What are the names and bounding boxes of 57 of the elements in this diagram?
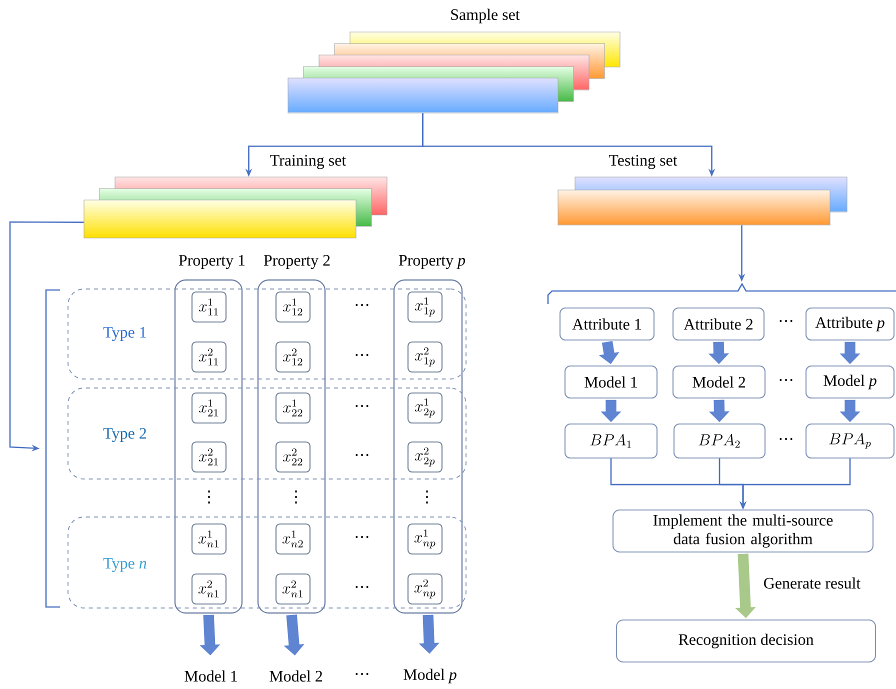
model-box: Model 2 (672, 365, 766, 399)
ellipsis: ⋯ (356, 536, 368, 538)
attribute-box: Attribute 2 (672, 307, 765, 341)
model-label: Model 2 (270, 670, 322, 682)
ellipsis: ⋮ (426, 490, 428, 504)
brace (547, 282, 896, 304)
ellipsis: ⋯ (780, 438, 792, 440)
variable-box: $x_{np}^{2}$ (407, 573, 443, 605)
node-label: Property 2 (264, 254, 330, 270)
attribute-box: Attribute p (805, 307, 895, 341)
variable-box: $x_{n1}^{1}$ (191, 523, 227, 555)
variable-box: $x_{n1}^{2}$ (191, 573, 227, 605)
variable-box: $x_{22}^{2}$ (275, 441, 311, 473)
card-stack: Training set (84, 154, 388, 238)
ellipsis: ⋯ (356, 405, 368, 408)
ellipsis: ⋯ (356, 354, 368, 356)
variable-box: $x_{np}^{1}$ (407, 523, 443, 555)
bracket (45, 289, 60, 608)
ellipsis: ⋯ (356, 454, 368, 456)
edge-label: Generate result (762, 576, 862, 590)
process-box: Implement the multi-source data fusion algorithm (612, 509, 874, 553)
variable-box: $x_{11}^{1}$ (191, 291, 227, 323)
ellipsis: ⋮ (208, 490, 210, 504)
ellipsis: ⋯ (780, 320, 792, 322)
variable-box: $x_{12}^{2}$ (275, 341, 311, 373)
variable-box: $x_{1p}^{2}$ (407, 341, 443, 373)
ellipsis: ⋯ (356, 304, 368, 306)
result-box: Recognition decision (616, 619, 876, 663)
ellipsis: ⋯ (356, 673, 368, 676)
model-label: Model 1 (184, 670, 237, 682)
variable-box: $x_{1p}^{1}$ (407, 291, 443, 323)
node-label: Training set (270, 154, 346, 170)
bpa-box: $BPA_{1}$ (564, 423, 658, 459)
model-box: Model p (805, 365, 895, 399)
variable-box: $x_{2p}^{1}$ (407, 392, 443, 424)
variable-box: $x_{12}^{1}$ (275, 291, 311, 323)
variable-box: $x_{n1}^{2}$ (275, 573, 311, 605)
variable-box: $x_{11}^{2}$ (191, 341, 227, 373)
ellipsis: ⋯ (780, 379, 792, 382)
variable-box: $x_{n2}^{1}$ (275, 523, 311, 555)
bpa-box: $BPA_{2}$ (673, 423, 766, 459)
variable-box: $x_{22}^{1}$ (275, 392, 311, 424)
node-label: Property 1 (178, 255, 245, 270)
card-stack: Testing set (558, 154, 848, 226)
bpa-box: $BPA_{p}$ (805, 423, 895, 459)
ellipsis: ⋮ (295, 490, 297, 504)
variable-box: $x_{21}^{1}$ (191, 392, 227, 424)
ellipsis: ⋯ (356, 586, 368, 588)
node-label: Testing set (608, 154, 678, 170)
variable-box: $x_{21}^{2}$ (191, 441, 227, 473)
card-stack: Sample set (288, 8, 620, 114)
variable-box: $x_{2p}^{2}$ (407, 441, 443, 473)
node-label: Sample set (451, 8, 520, 24)
node-label: Property p (398, 255, 466, 269)
model-label: Model p (404, 668, 456, 684)
attribute-box: Attribute 1 (559, 307, 655, 341)
model-box: Model 1 (564, 365, 658, 399)
